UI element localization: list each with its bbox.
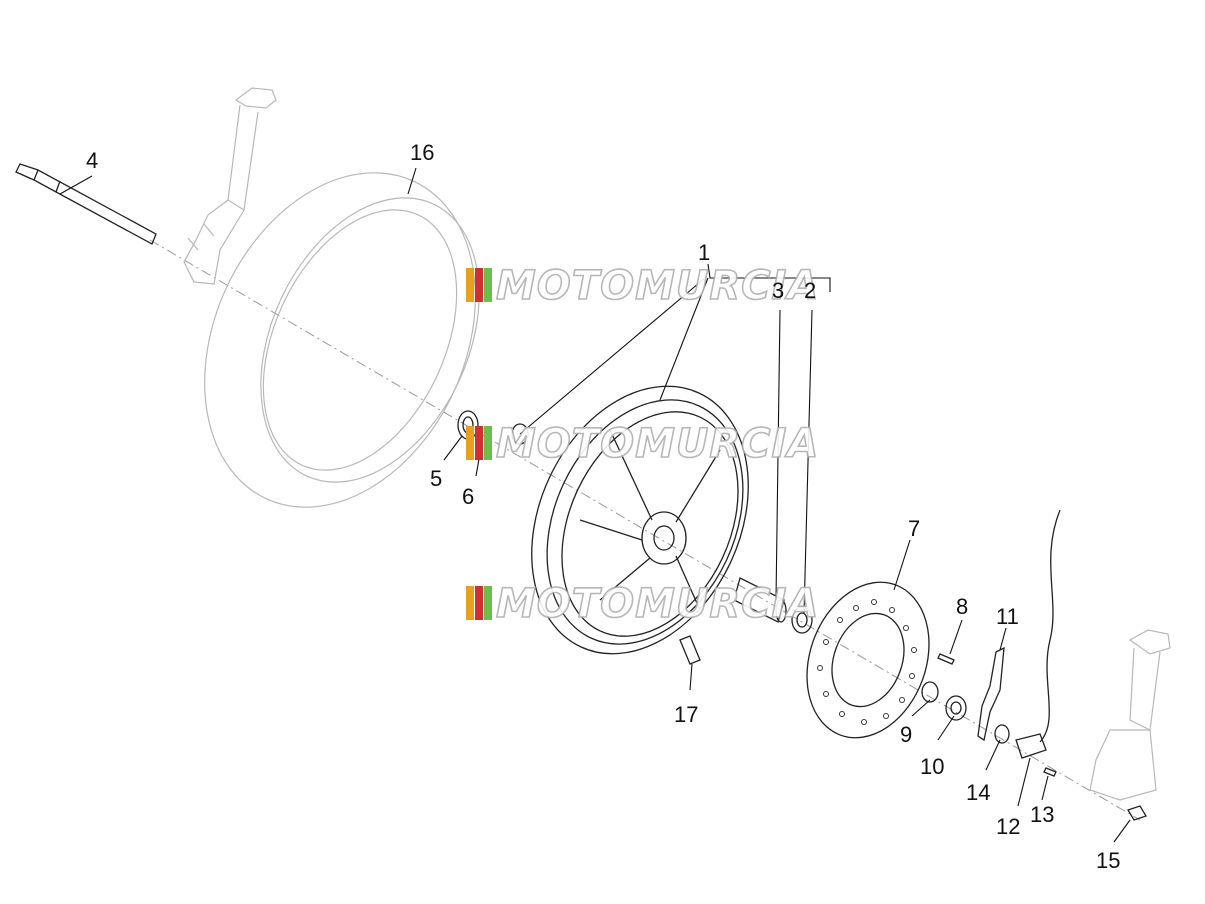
watermark-stripe <box>466 268 474 302</box>
seal-left <box>511 423 529 445</box>
callout-12: 12 <box>996 814 1020 839</box>
sensor-screw <box>1043 767 1057 777</box>
abs-sensor <box>1015 509 1061 759</box>
callout-11: 11 <box>996 604 1019 629</box>
spacer-washer <box>945 695 967 721</box>
watermark-text: MOTOMURCIA <box>496 263 819 309</box>
leader-lines <box>59 167 1131 843</box>
front-rim <box>531 385 749 655</box>
watermark-stripe <box>484 268 492 302</box>
callout-9: 9 <box>900 722 912 747</box>
sensor-bracket <box>977 646 1005 742</box>
watermark-top: MOTOMURCIA <box>466 262 819 310</box>
watermark-text: MOTOMURCIA <box>496 581 819 627</box>
callout-13: 13 <box>1030 802 1054 827</box>
sensor-washer <box>994 724 1010 744</box>
watermark-bottom: MOTOMURCIA <box>466 580 819 628</box>
callout-3: 3 <box>772 278 784 303</box>
callout-17: 17 <box>674 702 698 727</box>
front-axle <box>15 163 157 245</box>
callout-10: 10 <box>920 754 944 779</box>
front-tyre <box>204 172 480 508</box>
watermark-stripe <box>475 426 483 460</box>
brake-disc <box>806 581 930 739</box>
callout-1: 1 <box>698 240 710 265</box>
callout-6: 6 <box>462 484 474 509</box>
callout-labels: 4 16 1 3 2 5 6 7 8 11 9 10 14 13 12 15 1… <box>86 140 1120 873</box>
axle-nut <box>1127 805 1147 821</box>
watermark-middle: MOTOMURCIA <box>466 420 819 468</box>
callout-16: 16 <box>410 140 434 165</box>
right-fork-leg <box>1089 629 1171 801</box>
tyre-valve <box>679 635 701 665</box>
watermark-stripe <box>466 426 474 460</box>
watermark-stripe <box>484 586 492 620</box>
watermark-text: MOTOMURCIA <box>496 421 819 467</box>
spacer-nut <box>921 681 939 703</box>
callout-5: 5 <box>430 466 442 491</box>
callout-4: 4 <box>86 148 98 173</box>
wheel-axis-line <box>149 239 1141 821</box>
watermark-stripe <box>475 586 483 620</box>
wheel-spacer <box>733 577 787 623</box>
watermark-stripe <box>466 586 474 620</box>
callout-2: 2 <box>804 278 816 303</box>
callout-8: 8 <box>956 594 968 619</box>
left-fork-leg <box>183 87 277 285</box>
callout-15: 15 <box>1096 848 1120 873</box>
callout-7: 7 <box>908 516 920 541</box>
watermark-stripe <box>475 268 483 302</box>
callout-14: 14 <box>966 780 990 805</box>
disc-screw <box>937 653 955 665</box>
watermark-stripe <box>484 426 492 460</box>
bearing-right <box>791 606 813 634</box>
